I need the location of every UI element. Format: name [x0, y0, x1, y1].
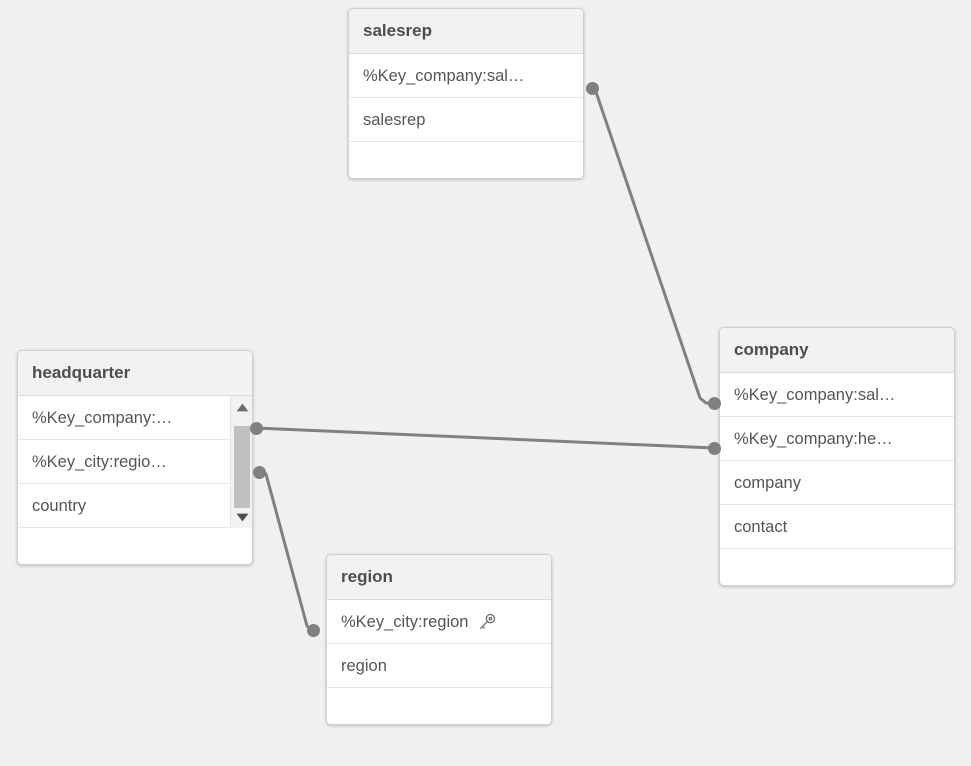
field-label: %Key_company:sal…	[734, 385, 896, 404]
field-label: company	[734, 473, 801, 492]
table-title-region: region	[327, 555, 551, 600]
field-row[interactable]: country	[18, 484, 252, 528]
field-label: region	[341, 656, 387, 675]
relationship-link-salesrep-company[interactable]	[590, 86, 716, 405]
field-row[interactable]: %Key_company:sal…	[720, 373, 954, 417]
table-title-salesrep: salesrep	[349, 9, 583, 54]
field-row[interactable]: %Key_company:he…	[720, 417, 954, 461]
table-node-company[interactable]: company %Key_company:sal… %Key_company:he……	[719, 327, 955, 586]
link-endpoint-salesrep-right-dot[interactable]	[585, 81, 599, 95]
table-footer-salesrep	[349, 142, 583, 178]
field-label: %Key_company:sal…	[363, 66, 525, 85]
relationship-link-headquarter-company[interactable]	[254, 426, 716, 450]
field-row[interactable]: contact	[720, 505, 954, 549]
relationship-link-headquarter-region[interactable]	[257, 470, 315, 632]
field-row[interactable]: %Key_city:regio…	[18, 440, 252, 484]
scroll-up-arrow-icon[interactable]	[231, 398, 252, 416]
table-title-company: company	[720, 328, 954, 373]
field-row[interactable]: %Key_city:region	[327, 600, 551, 644]
scrollbar-thumb[interactable]	[234, 426, 250, 508]
table-footer-company	[720, 549, 954, 585]
scroll-down-arrow-icon[interactable]	[231, 508, 252, 526]
link-endpoint-company-left-dot-headquarter[interactable]	[707, 441, 721, 455]
field-row[interactable]: %Key_company:…	[18, 396, 252, 440]
field-row[interactable]: salesrep	[349, 98, 583, 142]
table-node-headquarter[interactable]: headquarter %Key_company:… %Key_city:regio…	[17, 350, 253, 565]
key-icon	[477, 612, 497, 632]
field-label: %Key_city:regio…	[32, 452, 167, 471]
field-label: %Key_company:…	[32, 408, 173, 427]
vertical-scrollbar-headquarter[interactable]	[230, 396, 252, 528]
field-list-salesrep: %Key_company:sal… salesrep	[349, 54, 583, 142]
field-label: contact	[734, 517, 788, 536]
link-endpoint-region-left-dot[interactable]	[306, 623, 320, 637]
table-title-headquarter: headquarter	[18, 351, 252, 396]
field-row[interactable]: company	[720, 461, 954, 505]
field-row[interactable]: %Key_company:sal…	[349, 54, 583, 98]
link-endpoint-headquarter-right-dot-company[interactable]	[249, 421, 263, 435]
table-node-salesrep[interactable]: salesrep %Key_company:sal… salesrep	[348, 8, 584, 179]
table-footer-region	[327, 688, 551, 724]
link-endpoint-company-left-dot-salesrep[interactable]	[707, 396, 721, 410]
field-label: country	[32, 496, 87, 515]
field-label: %Key_company:he…	[734, 429, 893, 448]
link-endpoint-headquarter-right-dot-region[interactable]	[252, 465, 266, 479]
field-list-headquarter: %Key_company:… %Key_city:regio…country	[18, 396, 252, 528]
table-footer-headquarter	[18, 528, 252, 564]
field-label: salesrep	[363, 110, 426, 129]
field-label: %Key_city:region	[341, 612, 469, 631]
field-list-company: %Key_company:sal… %Key_company:he…company…	[720, 373, 954, 549]
field-row[interactable]: region	[327, 644, 551, 688]
